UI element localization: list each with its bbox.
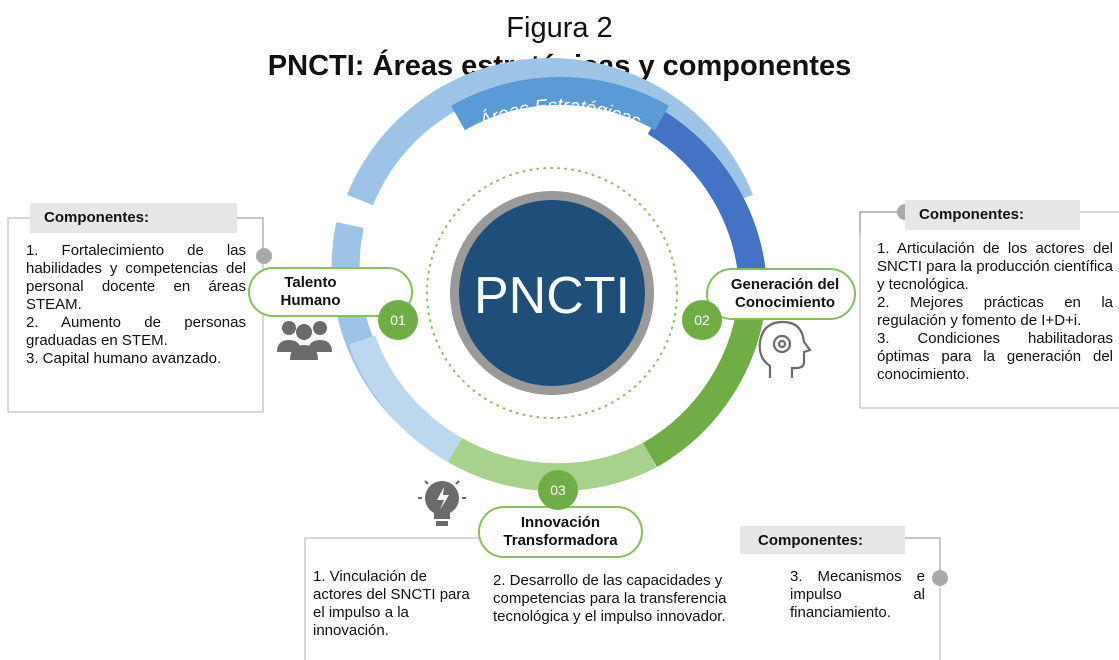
area-2-name-line1: Generación del <box>730 276 840 293</box>
ring-segment-top <box>347 58 753 206</box>
right-components-header: Componentes: <box>905 200 1080 230</box>
bottom-component-item-2: 2. Desarrollo de las capacidades y compe… <box>493 572 727 625</box>
bottom-connector-dot <box>932 570 948 586</box>
bottom-component-item-1: 1. Vinculación de actores del SNCTI para… <box>313 568 470 639</box>
right-connector <box>859 211 905 235</box>
right-component-item: 3. Condiciones habilitadoras óptimas par… <box>877 330 1113 383</box>
bottom-component-item-3: 3. Mecanismos e impulso al financiamient… <box>790 568 925 621</box>
area-3-number-badge: 03 <box>538 470 578 510</box>
area-3-name-line1: Innovación <box>520 514 601 531</box>
bottom-box-frame <box>304 537 480 660</box>
area-1-name-line2: Humano <box>280 292 341 309</box>
right-component-item: 1. Articulación de los actores del SNCTI… <box>877 240 1113 293</box>
gear-head-icon <box>758 320 812 378</box>
dotted-circle <box>426 167 678 419</box>
left-component-item: 3. Capital humano avanzado. <box>26 350 222 367</box>
right-components-list: 1. Articulación de los actores del SNCTI… <box>877 240 1113 384</box>
bottom-components-header: Componentes: <box>740 526 905 554</box>
left-component-item: 1. Fortalecimiento de las habilidades y … <box>26 242 246 313</box>
lightbulb-icon <box>418 480 466 526</box>
ring-segment-arc-label-band <box>451 76 669 131</box>
left-components-list: 1. Fortalecimiento de las habilidades y … <box>26 242 246 368</box>
left-connector-dot <box>256 248 272 264</box>
right-box-frame <box>859 232 1119 409</box>
area-1-number-badge: 01 <box>378 300 418 340</box>
area-3-name-line2: Transformadora <box>503 532 618 549</box>
center-label: PNCTI <box>474 267 630 325</box>
ring-segment-lower-left <box>348 335 463 463</box>
figure-number: Figura 2 <box>506 12 613 44</box>
ring-segment-top-right <box>647 110 767 287</box>
center-circle <box>459 200 645 386</box>
area-3-number: 03 <box>550 482 566 498</box>
bottom-box-frame-right <box>905 537 941 660</box>
area-2-number: 02 <box>694 312 710 328</box>
left-components-header: Componentes: <box>30 203 237 233</box>
area-1-name-line1: Talento <box>284 274 337 291</box>
right-component-item: 2. Mejores prácticas en la regulación y … <box>877 294 1113 329</box>
area-2-name-line2: Conocimiento <box>735 294 835 311</box>
left-box-border <box>7 217 264 413</box>
left-component-item: 2. Aumento de personas graduadas en STEM… <box>26 314 246 349</box>
area-1-number: 01 <box>390 312 406 328</box>
area-2-number-badge: 02 <box>682 300 722 340</box>
people-icon <box>277 321 332 360</box>
